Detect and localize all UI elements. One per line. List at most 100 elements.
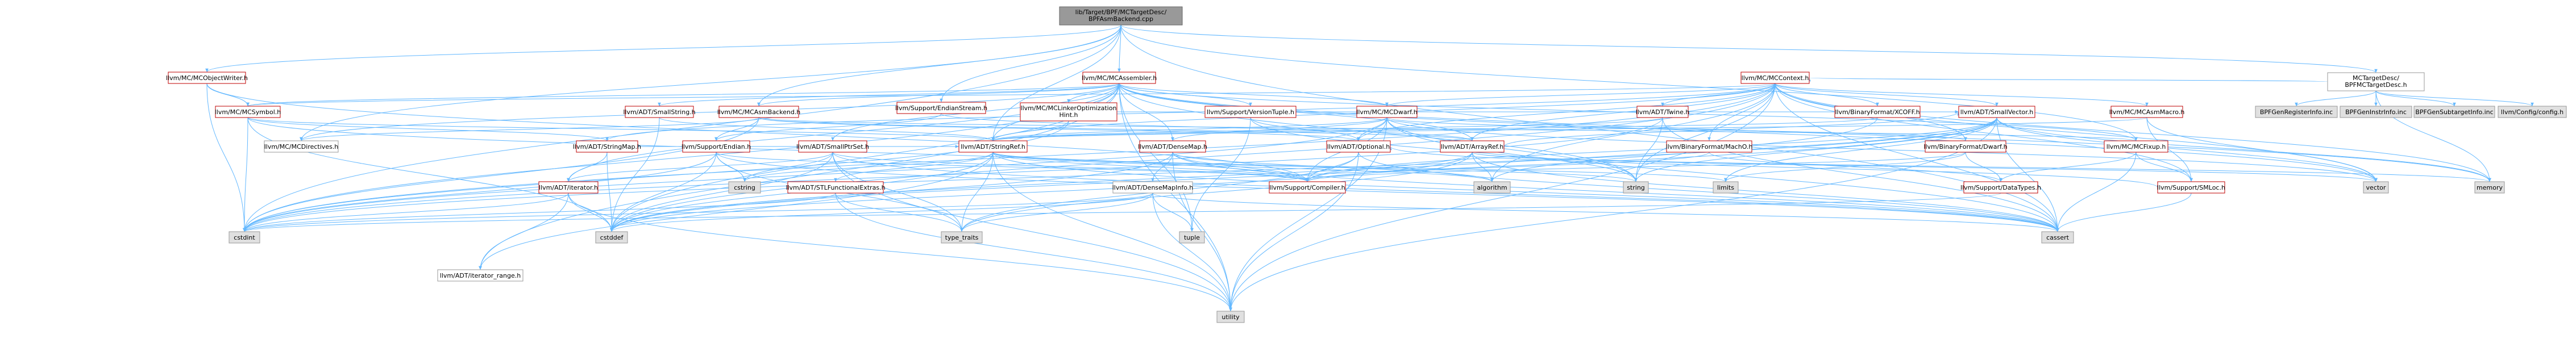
node-box	[1740, 72, 1810, 84]
node-box	[1440, 140, 1505, 153]
edge-smallvector-to-memory	[1996, 117, 2491, 182]
node-mcasmbackend[interactable]: llvm/MC/MCAsmBackend.h	[717, 106, 801, 118]
node-twine[interactable]: llvm/ADT/Twine.h	[1636, 106, 1690, 118]
edge-root-to-mcfixup	[1120, 24, 2138, 141]
node-mcsymbol[interactable]: llvm/MC/MCSymbol.h	[215, 106, 281, 118]
node-smallvector[interactable]: llvm/ADT/SmallVector.h	[1958, 106, 2035, 118]
node-label: algorithm	[1477, 184, 1507, 191]
node-iterator_range[interactable]: llvm/ADT/iterator_range.h	[437, 269, 523, 282]
node-bfdwarf[interactable]: llvm/BinaryFormat/Dwarf.h	[1923, 140, 2008, 153]
node-box	[1473, 181, 1511, 194]
edge-mccontext-to-smloc	[1775, 83, 2193, 182]
node-mcdwarf[interactable]: llvm/MC/MCDwarf.h	[1356, 106, 1418, 118]
edge-root-to-mcobjectwriter	[205, 24, 1121, 73]
node-box	[1204, 106, 1297, 118]
edge-mcassembler-to-mcasmbackend	[757, 83, 1120, 107]
node-endian[interactable]: llvm/Support/Endian.h	[682, 140, 751, 153]
edge-densemapinfo-to-utility	[1152, 192, 1232, 312]
node-optional[interactable]: llvm/ADT/Optional.h	[1326, 140, 1391, 153]
node-densemap[interactable]: llvm/ADT/DenseMap.h	[1138, 140, 1207, 153]
node-box	[595, 231, 628, 244]
node-smallptrset[interactable]: llvm/ADT/SmallPtrSet.h	[796, 140, 869, 153]
node-stringmap[interactable]: llvm/ADT/StringMap.h	[573, 140, 641, 153]
node-mccontext[interactable]: llvm/MC/MCContext.h	[1740, 72, 1810, 84]
edge-bfmacho-to-datatypes	[1709, 152, 2002, 182]
node-mcasmmacro[interactable]: llvm/MC/MCAsmMacro.h	[2109, 106, 2185, 118]
node-stlfunctionalextras[interactable]: llvm/ADT/STLFunctionalExtras.h	[786, 181, 886, 194]
node-label: llvm/ADT/DenseMapInfo.h	[1112, 184, 1194, 191]
node-box	[2104, 140, 2168, 153]
edge-densemapinfo-to-tuple	[1152, 192, 1194, 232]
edge-arrayref-to-cassert	[1472, 152, 2059, 232]
node-label: limits	[1717, 184, 1734, 191]
node-label: cstring	[734, 184, 755, 191]
edge-smallptrset-to-iterator	[567, 152, 833, 182]
edge-mcdwarf-to-densemap	[1171, 117, 1387, 141]
edge-iterator-to-utility	[568, 192, 1232, 312]
edge-root-to-bpfmctargetdesc	[1120, 24, 2378, 73]
node-label: llvm/MC/MCAsmBackend.h	[717, 108, 801, 116]
node-label: lib/Target/BPF/MCTargetDesc/	[1075, 9, 1167, 16]
node-box	[538, 181, 599, 194]
node-box	[941, 231, 983, 244]
node-label: llvm/Support/Endian.h	[682, 143, 751, 150]
node-box	[1269, 181, 1346, 194]
edge-arrayref-to-memory	[1472, 152, 2491, 182]
edge-mcassembler-to-tuple	[1119, 83, 1194, 232]
node-label: BPFAsmBackend.cpp	[1088, 15, 1153, 23]
node-label: llvm/Support/Compiler.h	[1269, 184, 1345, 191]
edge-mcasmmacro-to-smloc	[2146, 117, 2193, 182]
node-endianstream[interactable]: llvm/Support/EndianStream.h	[895, 102, 987, 114]
node-label: llvm/BinaryFormat/Dwarf.h	[1923, 143, 2007, 150]
edge-mcdwarf-to-optional	[1357, 117, 1387, 141]
node-cassert: cassert	[2041, 231, 2074, 244]
node-smloc[interactable]: llvm/Support/SMLoc.h	[2157, 181, 2225, 194]
edge-bfdwarf-to-limits	[1724, 152, 1966, 182]
edge-smallvector-to-string	[1634, 117, 1997, 182]
node-mcfixup[interactable]: llvm/MC/MCFixup.h	[2104, 140, 2168, 153]
edge-stringref-to-utility	[992, 152, 1232, 312]
node-box	[728, 181, 761, 194]
node-label: llvm/ADT/Optional.h	[1327, 143, 1390, 150]
node-bpfmctargetdesc[interactable]: MCTargetDesc/BPFMCTargetDesc.h	[2327, 72, 2425, 91]
node-label: cstddef	[600, 234, 624, 241]
node-mcobjectwriter[interactable]: llvm/MC/MCObjectWriter.h	[166, 72, 248, 84]
node-densemapinfo[interactable]: llvm/ADT/DenseMapInfo.h	[1112, 181, 1194, 194]
node-compiler[interactable]: llvm/Support/Compiler.h	[1269, 181, 1346, 194]
node-box	[2110, 106, 2183, 118]
node-bfmacho[interactable]: llvm/BinaryFormat/MachO.h	[1666, 140, 1753, 153]
node-box	[787, 181, 884, 194]
node-arrayref[interactable]: llvm/ADT/ArrayRef.h	[1440, 140, 1505, 153]
node-label: cstdint	[234, 234, 255, 241]
edge-smallptrset-to-cassert	[832, 152, 2059, 232]
edge-mcsymbol-to-cstdint	[243, 117, 248, 232]
node-bfxcoff[interactable]: llvm/BinaryFormat/XCOFF.h	[1834, 106, 1921, 118]
edge-stringref-to-iterator_range	[479, 152, 994, 270]
node-smallstring[interactable]: llvm/ADT/SmallString.h	[623, 106, 696, 118]
edge-mccontext-to-bfxcoff	[1775, 83, 1879, 107]
node-mcdirectives[interactable]: llvm/MC/MCDirectives.h	[264, 140, 339, 153]
node-datatypes[interactable]: llvm/Support/DataTypes.h	[1960, 181, 2041, 194]
edge-mcdwarf-to-string	[1386, 117, 1638, 182]
node-stringref[interactable]: llvm/ADT/StringRef.h	[958, 140, 1028, 153]
edge-mcassembler-to-vector	[1119, 83, 2378, 182]
edge-bfdwarf-to-compiler	[1306, 152, 1966, 182]
node-box	[1139, 140, 1206, 153]
node-bpfgensubtarget: BPFGenSubtargetInfo.inc	[2413, 106, 2495, 118]
edge-stringref-to-type_traits	[960, 152, 994, 232]
edge-densemapinfo-to-cstdint	[243, 192, 1153, 232]
node-vector: vector	[2363, 181, 2389, 194]
node-label: llvm/MC/MCAsmMacro.h	[2109, 108, 2185, 116]
node-box	[1636, 106, 1689, 118]
edge-smallptrset-to-cstddef	[610, 152, 833, 232]
edge-arrayref-to-smallvector	[1503, 111, 1960, 147]
node-iterator[interactable]: llvm/ADT/iterator.h	[538, 181, 599, 194]
node-label: llvm/ADT/SmallPtrSet.h	[796, 143, 869, 150]
edge-stlfunctionalextras-to-type_traits	[835, 192, 963, 232]
node-versiontuple[interactable]: llvm/Support/VersionTuple.h	[1204, 106, 1297, 118]
edge-mccontext-to-algorithm	[1490, 83, 1776, 182]
edge-mcsymbol-to-stringref	[247, 117, 995, 141]
node-mcassembler[interactable]: llvm/MC/MCAssembler.h	[1082, 72, 1157, 84]
